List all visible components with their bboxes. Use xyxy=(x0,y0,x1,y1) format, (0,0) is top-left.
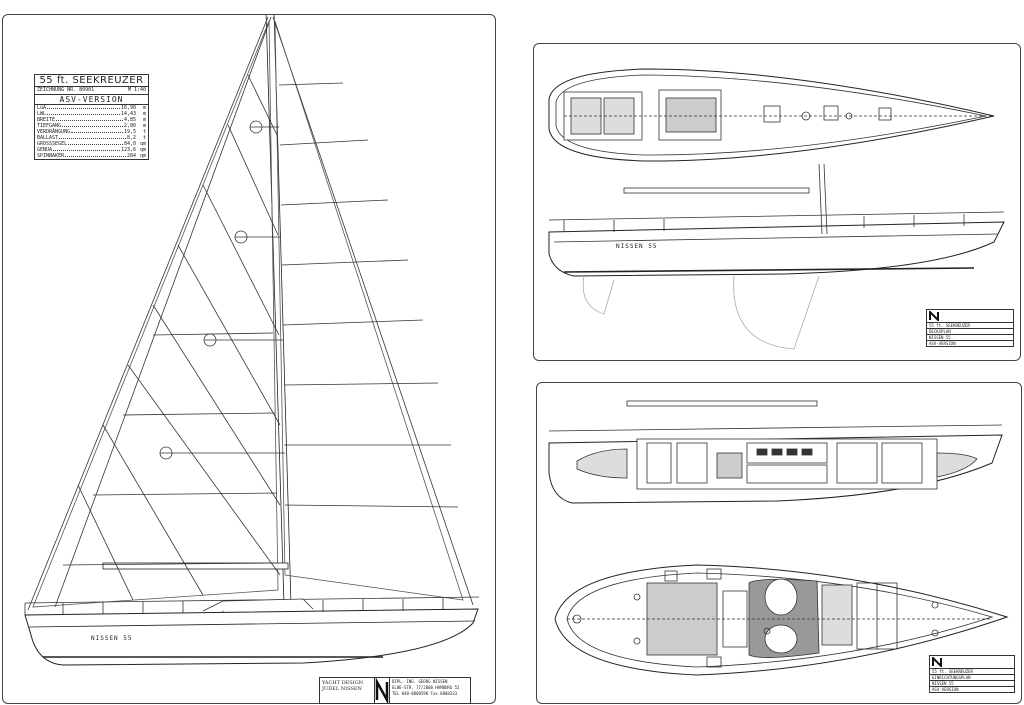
spec-value: 4,85 xyxy=(123,117,136,123)
spec-key: GROSSSEGEL xyxy=(37,141,68,147)
tb-line1: DIPL.-ING. GEORG NISSEN xyxy=(392,679,448,684)
spec-value: 14,43 xyxy=(120,111,136,117)
spec-version: ASV-VERSION xyxy=(35,94,148,105)
tb-int-line2: EINRICHTUNGSPLAN xyxy=(930,675,1014,681)
spec-table: 55 ft. SEEKREUZER ZEICHNUNG NR. 80901 M … xyxy=(34,74,149,160)
logo-top: YACHT DESIGN xyxy=(322,680,364,686)
interior-plan-panel: 55 ft. SEEKREUZER EINRICHTUNGSPLAN NISSE… xyxy=(536,382,1022,704)
hull-name-left: NISSEN 55 xyxy=(91,635,133,642)
spec-row: BALLAST 8,2 t xyxy=(35,135,148,141)
tb-deck-line2: DECKSPLAN xyxy=(927,329,1013,335)
spec-leader xyxy=(47,105,120,109)
spec-value: 84,0 xyxy=(123,141,136,147)
spec-unit: t xyxy=(142,129,146,135)
logo-mark-icon xyxy=(929,311,939,321)
tb-deck-line4: ASV-VERSION xyxy=(929,341,956,346)
spec-row: LüA 16,90 m xyxy=(35,105,148,111)
tb-deck-line1: 55 ft. SEEKREUZER xyxy=(927,323,1013,329)
tb-line2: ELBE-STR. 77/2000 HAMBURG 52 xyxy=(392,685,460,690)
logo-mark-icon xyxy=(932,657,942,667)
interior-plan-drawing xyxy=(548,400,1009,676)
spec-unit: qm xyxy=(139,147,146,153)
spec-drawing-row: ZEICHNUNG NR. 80901 M 1:40 xyxy=(35,86,148,94)
spec-key: TIEFGANG xyxy=(37,123,62,129)
spec-unit: m xyxy=(142,111,146,117)
spec-leader xyxy=(68,141,123,145)
spec-row: BREITE 4,85 m xyxy=(35,117,148,123)
title-block-address: DIPL.-ING. GEORG NISSEN ELBE-STR. 77/200… xyxy=(390,678,470,703)
spec-key: GENUA xyxy=(37,147,53,153)
spec-key: BALLAST xyxy=(37,135,59,141)
tb-int-line4: ASV-VERSION xyxy=(932,687,959,692)
spec-unit: m xyxy=(142,123,146,129)
logo-bottom: JUDEL NISSEN xyxy=(322,686,362,692)
spec-leader xyxy=(47,111,120,115)
spec-value: 19,5 xyxy=(123,129,136,135)
spec-row: TIEFGANG 2,80 m xyxy=(35,123,148,129)
spec-unit: qm xyxy=(139,141,146,147)
logo: YACHT DESIGN JUDEL NISSEN xyxy=(320,678,375,703)
title-block-main: YACHT DESIGN JUDEL NISSEN DIPL.-ING. GEO… xyxy=(319,677,471,704)
sail-plan-panel: 55 ft. SEEKREUZER ZEICHNUNG NR. 80901 M … xyxy=(2,14,496,704)
spec-leader xyxy=(53,147,120,151)
tb-int-line1: 55 ft. SEEKREUZER xyxy=(930,669,1014,675)
tb-int-logo-row xyxy=(930,656,1014,669)
deck-plan-drawing xyxy=(548,68,1005,350)
sail-plan-drawing xyxy=(24,15,480,666)
spec-title: 55 ft. SEEKREUZER xyxy=(39,75,144,86)
spec-unit: qm xyxy=(139,153,146,159)
spec-row: VERDRÄNGUNG 19,5 t xyxy=(35,129,148,135)
hull-name-top-right: NISSEN 55 xyxy=(616,243,658,250)
spec-leader xyxy=(65,153,126,157)
tb-deck-logo-row xyxy=(927,310,1013,323)
spec-leader xyxy=(59,135,126,139)
title-block-interior: 55 ft. SEEKREUZER EINRICHTUNGSPLAN NISSE… xyxy=(929,655,1015,693)
spec-value: 16,90 xyxy=(120,105,136,111)
spec-drawing-label: ZEICHNUNG NR. 80901 xyxy=(37,87,95,93)
spec-key: VERDRÄNGUNG xyxy=(37,129,71,135)
spec-unit: m xyxy=(142,117,146,123)
tb-deck-line3: NISSEN 55 xyxy=(927,335,1013,341)
deck-plan-panel: NISSEN 55 55 ft. SEEKREUZER DECKSPLAN NI… xyxy=(533,43,1021,361)
spec-leader xyxy=(56,117,123,121)
spec-leader xyxy=(71,129,123,133)
spec-unit: m xyxy=(142,105,146,111)
logo-mark xyxy=(375,678,390,703)
spec-leader xyxy=(62,123,123,127)
spec-key: LWL xyxy=(37,111,47,117)
spec-value: 284 xyxy=(126,153,136,159)
spec-unit: t xyxy=(142,135,146,141)
tb-line3: TEL 040-8808590 Fax 8808333 xyxy=(392,691,458,696)
spec-value: 8,2 xyxy=(126,135,136,141)
spec-value: 123,6 xyxy=(120,147,136,153)
spec-scale: M 1:40 xyxy=(127,87,146,93)
spec-key: BREITE xyxy=(37,117,56,123)
title-block-deck: 55 ft. SEEKREUZER DECKSPLAN NISSEN 55 AS… xyxy=(926,309,1014,347)
tb-int-line3: NISSEN 55 xyxy=(930,681,1014,687)
spec-row: LWL 14,43 m xyxy=(35,111,148,117)
spec-key: SPINNAKER xyxy=(37,153,65,159)
spec-value: 2,80 xyxy=(123,123,136,129)
spec-key: LüA xyxy=(37,105,47,111)
